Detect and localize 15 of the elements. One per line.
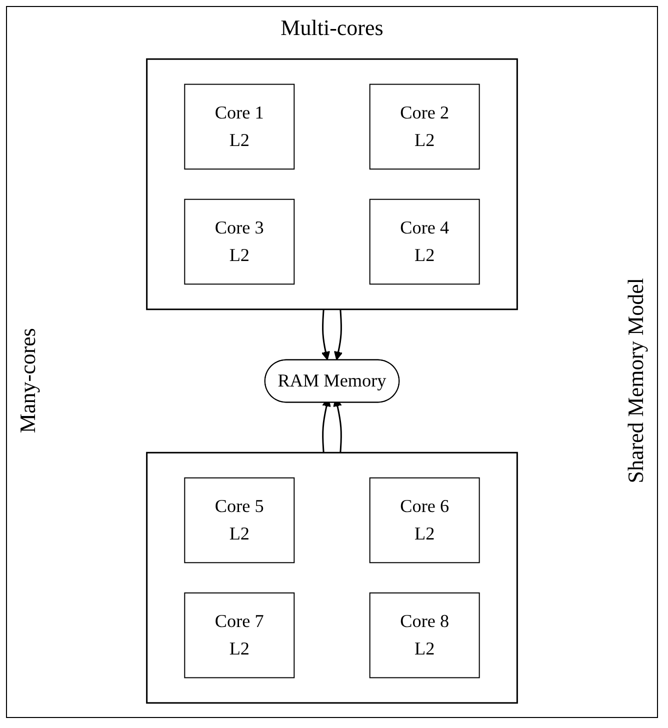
node-box: Core 8 L2 xyxy=(369,592,480,678)
axis-label: Many-cores xyxy=(15,328,40,434)
arrow xyxy=(334,309,343,360)
node-box: Core 7 L2 xyxy=(184,592,295,678)
cluster xyxy=(146,58,518,310)
node-box: Core 4 L2 xyxy=(369,198,480,285)
arrow xyxy=(321,309,330,360)
node-box: Core 2 L2 xyxy=(369,84,480,170)
node-box: Core 5 L2 xyxy=(184,477,295,564)
node-box: Core 1 L2 xyxy=(184,84,295,170)
bracket-label: Multi-cores xyxy=(280,15,384,40)
bracket-label: Shared Memory Model xyxy=(623,278,648,484)
cluster xyxy=(146,452,518,704)
node-box: Core 3 L2 xyxy=(184,198,295,285)
node-box: Core 6 L2 xyxy=(369,477,480,564)
